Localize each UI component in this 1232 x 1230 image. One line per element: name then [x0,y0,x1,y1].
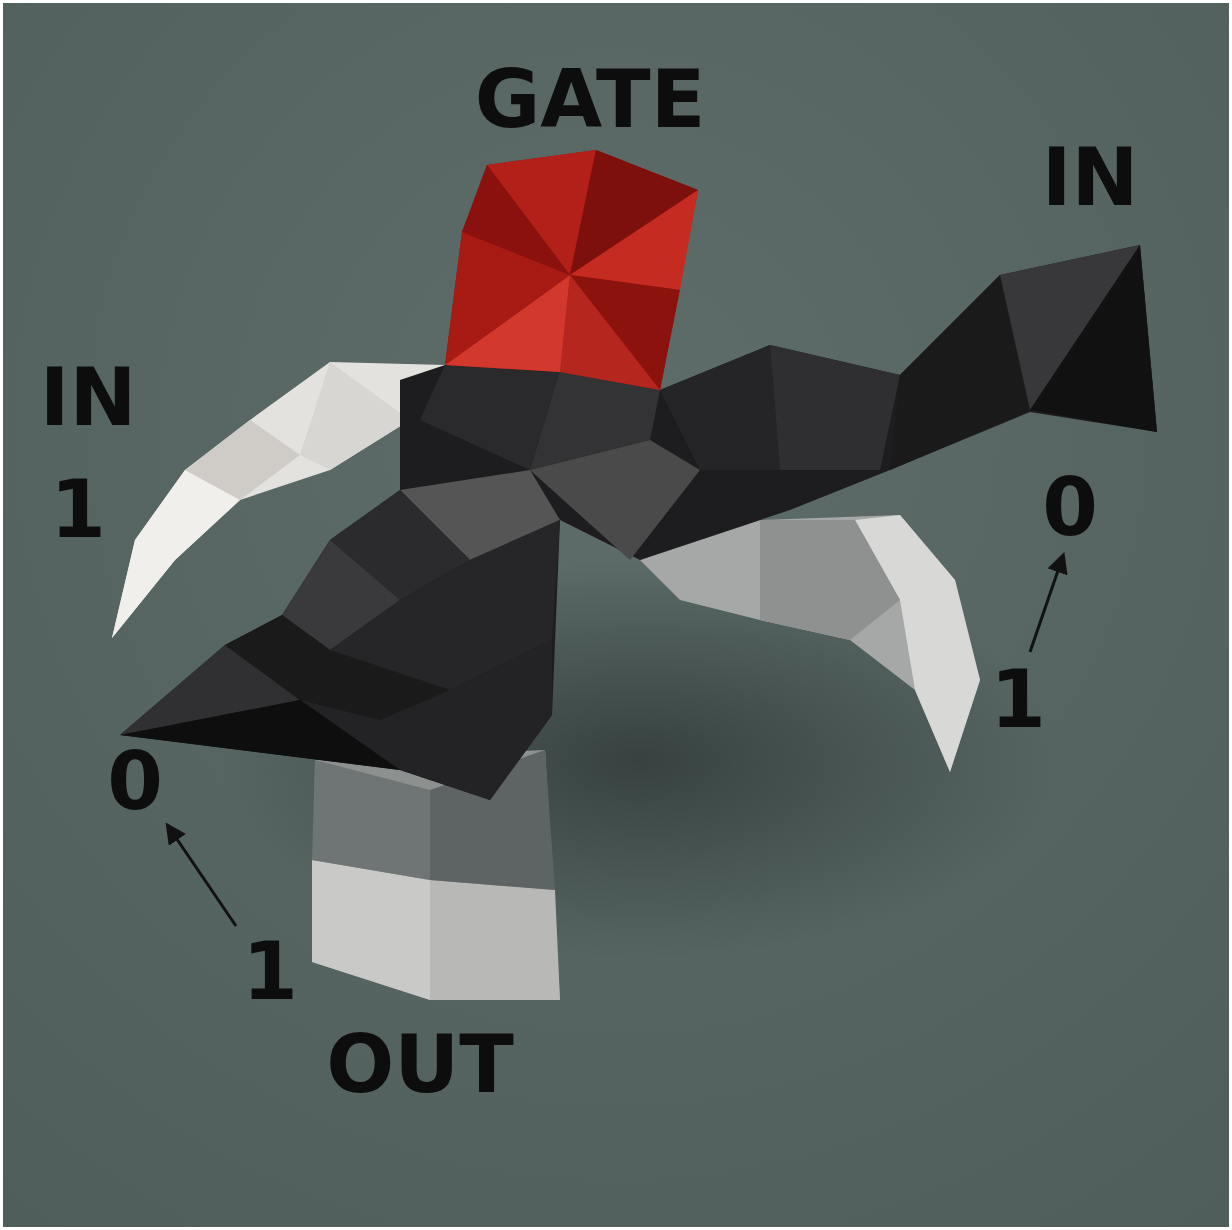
state-arrow [1030,556,1063,652]
black-body [120,245,1157,800]
state-label: 1 [242,932,298,1012]
state-label: 0 [107,742,163,822]
state-label: 1 [990,660,1046,740]
state-label: 1 [50,470,106,550]
state-label: IN [40,358,137,438]
state-label: GATE [475,60,706,140]
state-arrow [168,826,236,926]
right-arm [640,515,980,772]
state-label: IN [1042,138,1139,218]
state-label: 0 [1042,468,1098,548]
state-label: OUT [326,1025,514,1105]
gate-block [445,150,698,390]
output-leg [312,750,560,1000]
